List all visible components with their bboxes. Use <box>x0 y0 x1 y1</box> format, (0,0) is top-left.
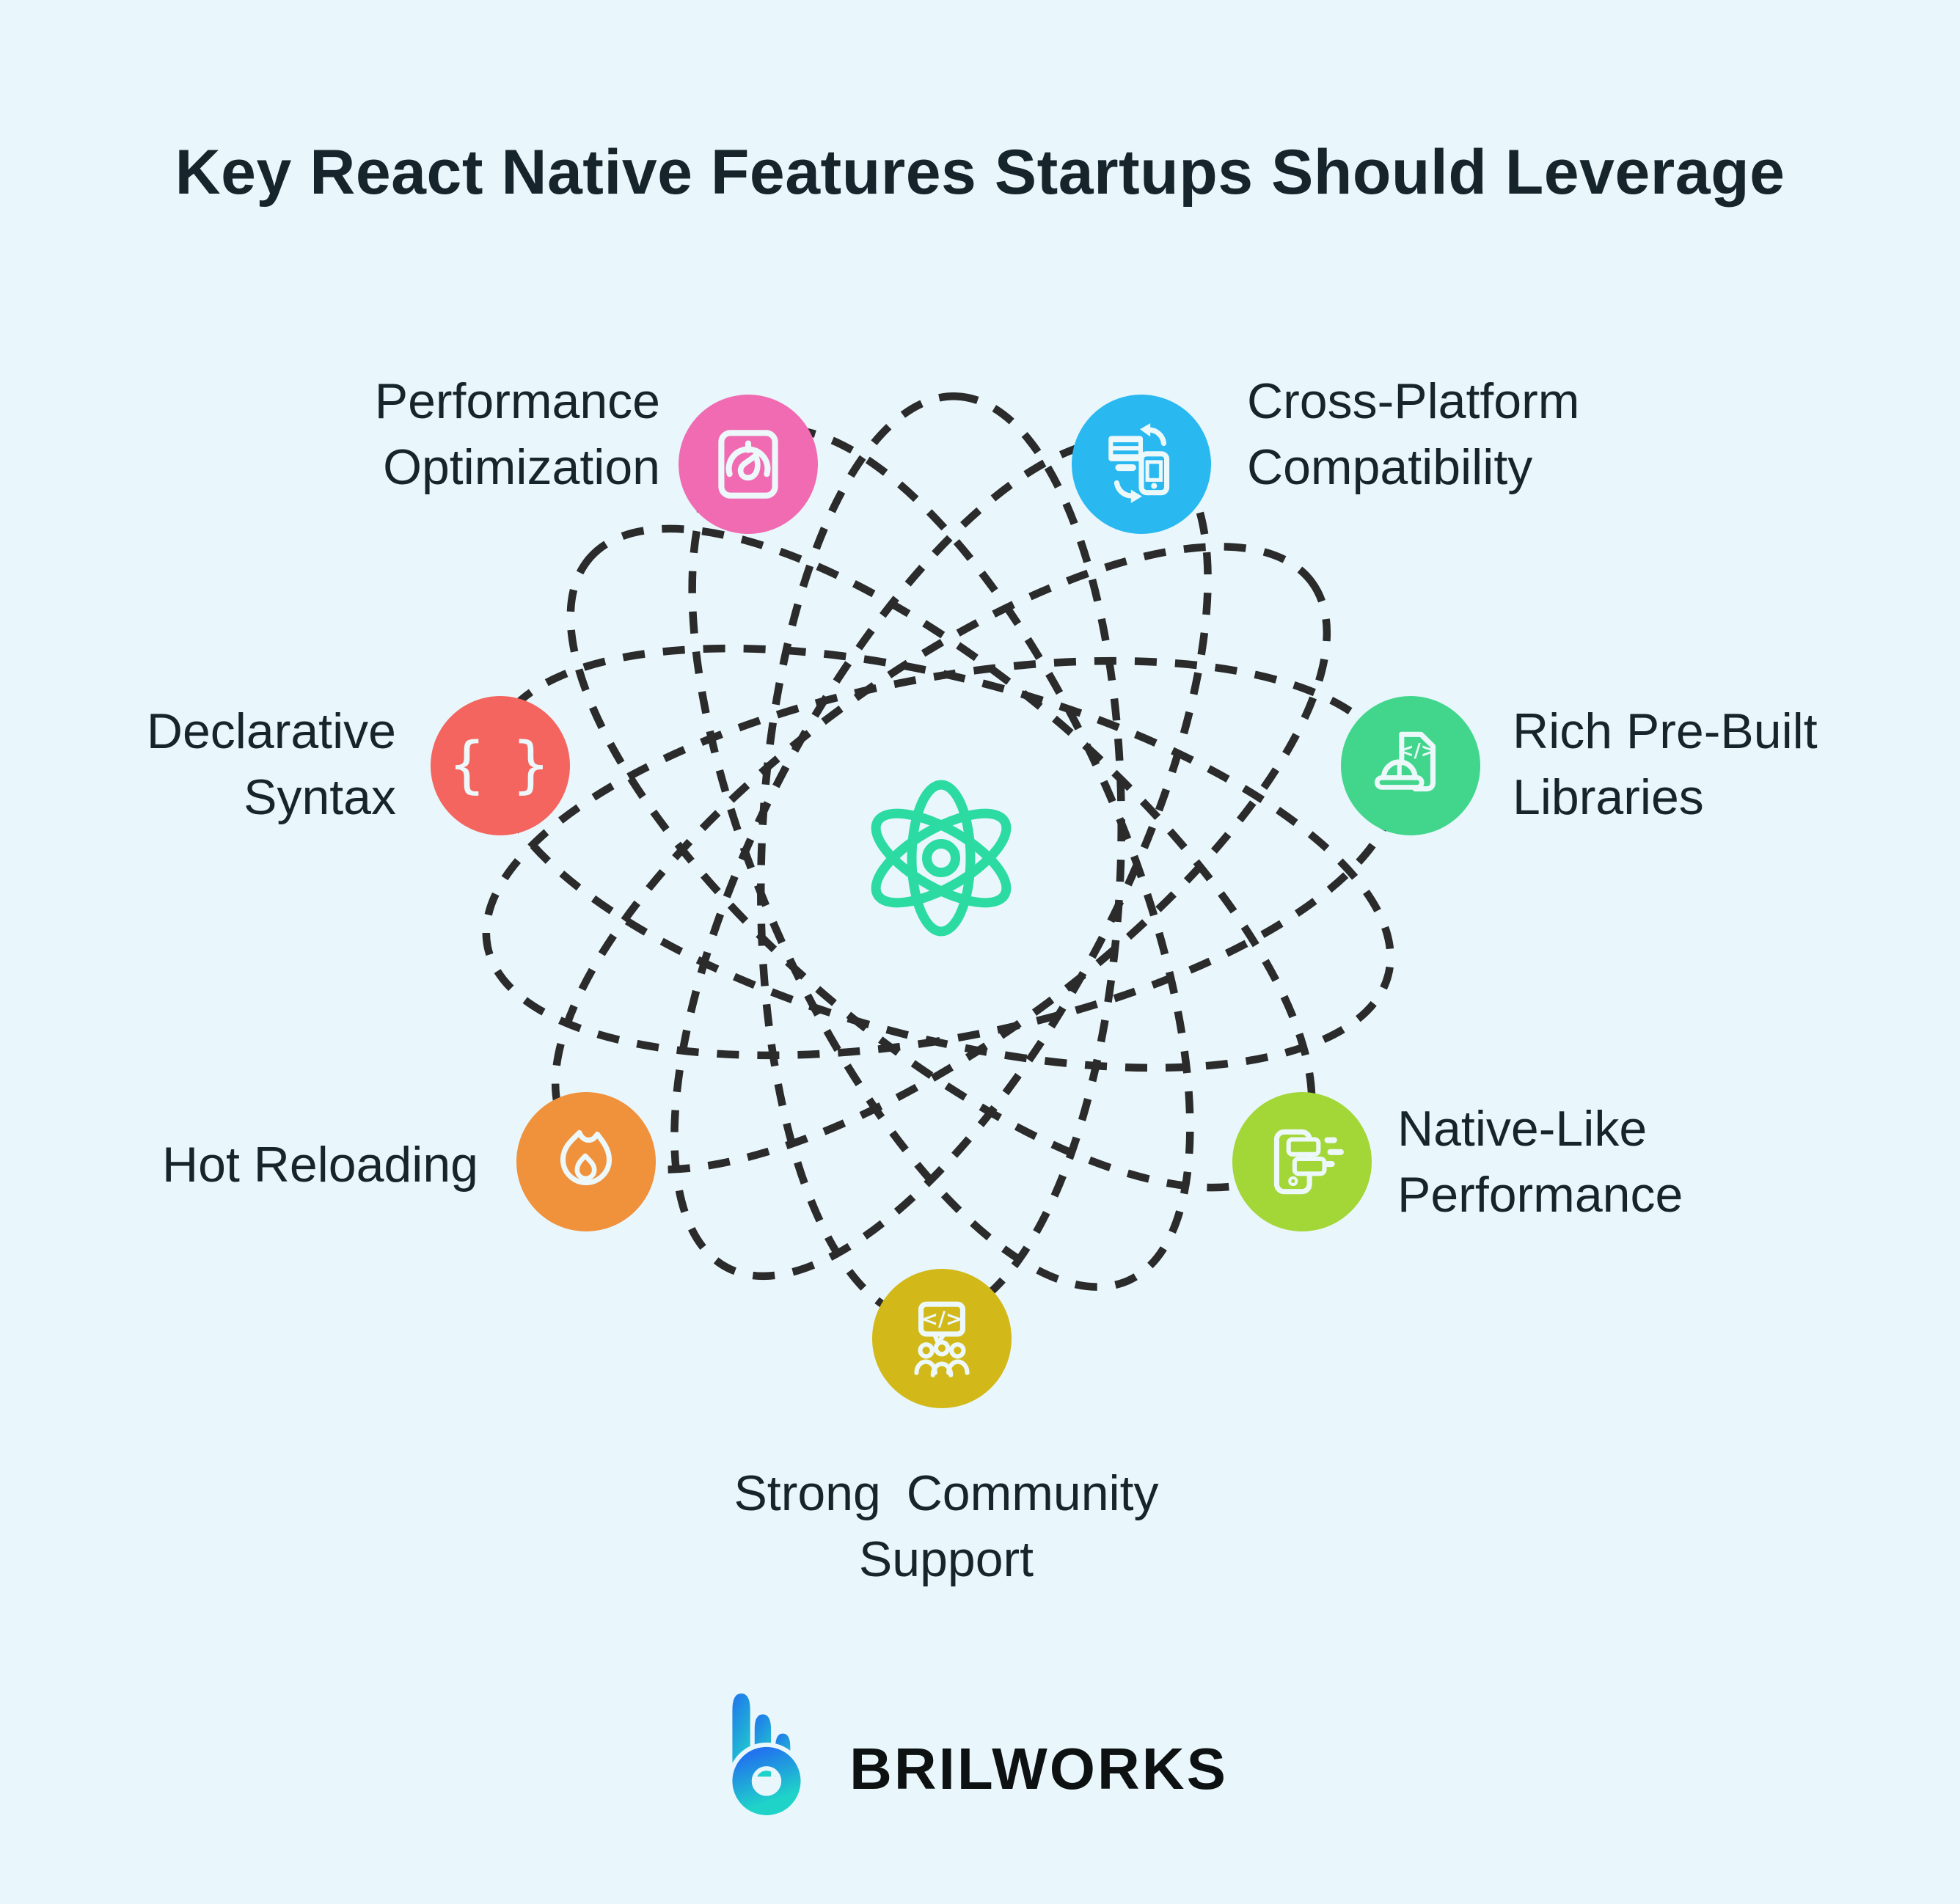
label-strong-community-support: Strong Community Support <box>734 1465 1159 1587</box>
badge-strong-community-support: </> <box>872 1269 1012 1408</box>
speedometer-icon <box>718 430 778 499</box>
label-native-like-performance: Native-Like Performance <box>1397 1101 1683 1223</box>
badge-hot-reloading <box>516 1092 656 1231</box>
badge-declarative-syntax: { } <box>431 696 570 835</box>
page-title: Key React Native Features Startups Shoul… <box>175 137 1785 208</box>
brand-wordmark: BRILWORKS <box>849 1736 1228 1801</box>
react-atom-logo <box>871 780 1012 937</box>
community-code-icon: </> <box>914 1301 970 1377</box>
badge-rich-pre-built-libraries: </> <box>1341 696 1480 835</box>
code-file-helmet-icon: </> <box>1374 731 1436 792</box>
label-cross-platform-compatibility: Cross-Platform Compatibility <box>1247 373 1580 495</box>
svg-text:</>: </> <box>1398 739 1436 761</box>
label-rich-pre-built-libraries: Rich Pre-Built Libraries <box>1513 703 1818 825</box>
label-hot-reloading: Hot Reloading <box>162 1137 478 1193</box>
badge-cross-platform-compatibility <box>1072 395 1211 534</box>
badge-native-like-performance <box>1232 1092 1372 1231</box>
curly-braces-icon: { } <box>456 729 545 800</box>
flame-icon <box>560 1129 612 1186</box>
brilworks-hand-b-logo <box>732 1694 805 1818</box>
phone-speed-icon <box>1273 1129 1344 1195</box>
label-declarative-syntax: Declarative Syntax <box>146 703 396 825</box>
badge-performance-optimization <box>679 395 818 534</box>
brand-footer: BRILWORKS <box>0 1691 1960 1818</box>
device-sync-icon <box>1108 423 1170 503</box>
label-performance-optimization: Performance Optimization <box>374 373 660 495</box>
svg-text:{ }: { } <box>456 729 545 800</box>
svg-text:</>: </> <box>921 1308 962 1331</box>
